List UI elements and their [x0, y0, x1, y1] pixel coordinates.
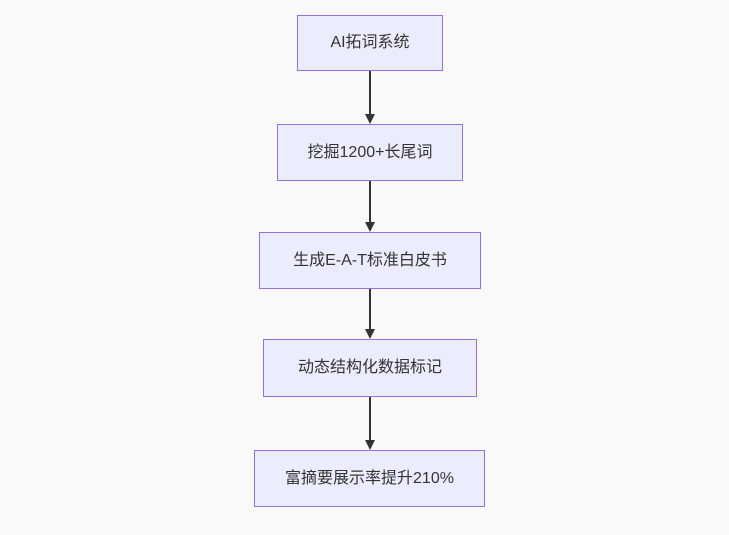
arrow-line: [369, 181, 371, 223]
flow-node-label: 富摘要展示率提升210%: [285, 469, 454, 487]
arrow-head-icon: [365, 329, 375, 339]
flow-node-label: 动态结构化数据标记: [297, 359, 442, 376]
flow-node-label: 挖掘1200+长尾词: [307, 143, 433, 161]
arrow-line: [369, 71, 371, 115]
arrow-line: [369, 397, 371, 441]
arrow-4: [365, 397, 375, 450]
flow-node-eat-whitepaper: 生成E-A-T标准白皮书: [259, 232, 481, 289]
flow-node-structured-data: 动态结构化数据标记: [263, 339, 477, 397]
arrow-2: [365, 181, 375, 232]
arrow-head-icon: [365, 440, 375, 450]
arrow-1: [365, 71, 375, 124]
arrow-head-icon: [365, 222, 375, 232]
flow-node-label: 生成E-A-T标准白皮书: [293, 251, 447, 269]
flow-node-ai-word-system: AI拓词系统: [297, 15, 443, 71]
flow-node-longtail-keywords: 挖掘1200+长尾词: [277, 124, 463, 181]
flow-node-rich-snippet-rate: 富摘要展示率提升210%: [254, 450, 485, 507]
arrow-3: [365, 289, 375, 339]
arrow-head-icon: [365, 114, 375, 124]
arrow-line: [369, 289, 371, 330]
flow-node-label: AI拓词系统: [330, 34, 410, 51]
